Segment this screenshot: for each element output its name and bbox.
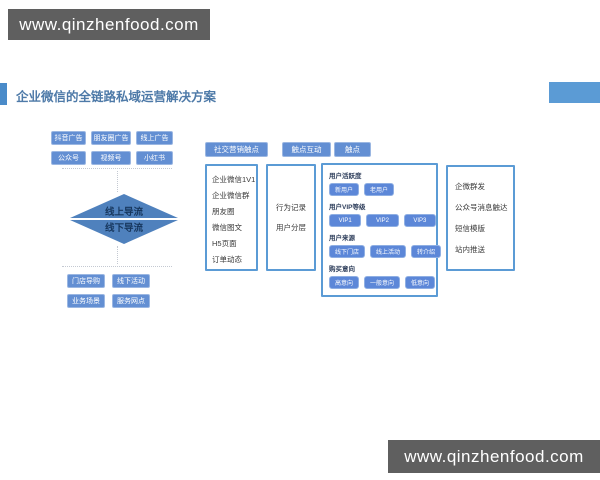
user-chip: VIP3 xyxy=(403,214,436,227)
flow-header-interaction: 触点互动 xyxy=(282,142,331,157)
chip-row: VIP1 VIP2 VIP3 xyxy=(329,214,436,227)
reach-item: 公众号消息触达 xyxy=(455,203,508,212)
reach-item: 企微群发 xyxy=(455,182,485,191)
dotted-connector xyxy=(117,171,118,192)
reach-box: 企微群发 公众号消息触达 短信模版 站内推送 xyxy=(446,165,515,271)
dotted-connector xyxy=(117,246,118,264)
touchpoint-item: 订单动态 xyxy=(212,255,242,264)
diamond-top-label: 线上导流 xyxy=(104,207,143,218)
user-section-label: 购买意向 xyxy=(329,266,355,273)
corner-decoration-rect xyxy=(549,82,600,103)
user-chip: VIP1 xyxy=(329,214,362,227)
touchpoint-item: 微信图文 xyxy=(212,223,242,232)
watermark-text: www.qinzhenfood.com xyxy=(404,446,584,466)
user-chip: 新用户 xyxy=(329,183,360,196)
user-section-vip: 用户VIP等级 VIP1 VIP2 VIP3 xyxy=(329,201,436,227)
user-chip: 线上活动 xyxy=(370,245,407,258)
page-title: 企业微信的全链路私域运营解决方案 xyxy=(16,90,217,104)
title-accent-bar xyxy=(0,83,7,105)
offline-channel-tag: 业务场景 xyxy=(67,294,105,308)
user-section-label: 用户活跃度 xyxy=(329,173,362,180)
offline-channel-tag: 线下活动 xyxy=(112,274,150,288)
user-chip: 老用户 xyxy=(364,183,395,196)
offline-channel-tag: 门店导购 xyxy=(67,274,105,288)
behavior-box: 行为记录 用户分层 xyxy=(266,164,316,271)
user-chip: 一般意向 xyxy=(364,276,401,289)
online-channel-tag: 线上广告 xyxy=(136,131,173,145)
flow-header-touch: 触点 xyxy=(334,142,371,157)
reach-item: 站内推送 xyxy=(455,245,485,254)
diamond-bottom-label: 线下导流 xyxy=(104,223,143,234)
watermark-text: www.qinzhenfood.com xyxy=(19,14,199,34)
diamond-offline-half: 线下导流 xyxy=(70,220,178,244)
flow-header-touchpoints: 社交营销触点 xyxy=(205,142,268,157)
user-chip: 转介绍 xyxy=(411,245,442,258)
chip-row: 线下门店 线上活动 转介绍 xyxy=(329,245,442,258)
dotted-connector xyxy=(62,168,172,169)
user-section-activity: 用户活跃度 新用户 老用户 xyxy=(329,170,436,196)
dotted-connector xyxy=(62,266,172,267)
user-section-label: 用户VIP等级 xyxy=(329,204,366,211)
diamond-online-half: 线上导流 xyxy=(70,194,178,218)
touchpoint-item: H5页面 xyxy=(212,239,237,248)
behavior-item: 用户分层 xyxy=(276,223,306,232)
user-chip: 高意向 xyxy=(329,276,360,289)
user-section-source: 用户来源 线下门店 线上活动 转介绍 xyxy=(329,232,442,258)
offline-channel-tag: 服务网点 xyxy=(112,294,150,308)
touchpoint-box: 企业微信1V1 企业微信群 朋友圈 微信图文 H5页面 订单动态 xyxy=(205,164,258,271)
reach-item: 短信模版 xyxy=(455,224,485,233)
online-channel-tag: 公众号 xyxy=(51,151,86,165)
chip-row: 高意向 一般意向 低意向 xyxy=(329,276,436,289)
user-chip: 低意向 xyxy=(405,276,436,289)
chip-row: 新用户 老用户 xyxy=(329,183,436,196)
online-channel-tag: 小红书 xyxy=(136,151,173,165)
watermark-top: www.qinzhenfood.com xyxy=(8,9,210,40)
user-chip: VIP2 xyxy=(366,214,399,227)
online-channel-tag: 抖音广告 xyxy=(51,131,86,145)
touchpoint-item: 朋友圈 xyxy=(212,207,235,216)
user-section-intent: 购买意向 高意向 一般意向 低意向 xyxy=(329,263,436,289)
user-section-label: 用户来源 xyxy=(329,235,355,242)
watermark-bottom: www.qinzhenfood.com xyxy=(388,440,600,473)
user-chip: 线下门店 xyxy=(329,245,366,258)
touchpoint-item: 企业微信1V1 xyxy=(212,175,256,184)
touchpoint-item: 企业微信群 xyxy=(212,191,250,200)
online-channel-tag: 朋友圈广告 xyxy=(91,131,131,145)
user-profile-box: 用户活跃度 新用户 老用户 用户VIP等级 VIP1 VIP2 VIP3 用户来… xyxy=(321,163,442,297)
behavior-item: 行为记录 xyxy=(276,203,306,212)
online-channel-tag: 视频号 xyxy=(91,151,131,165)
